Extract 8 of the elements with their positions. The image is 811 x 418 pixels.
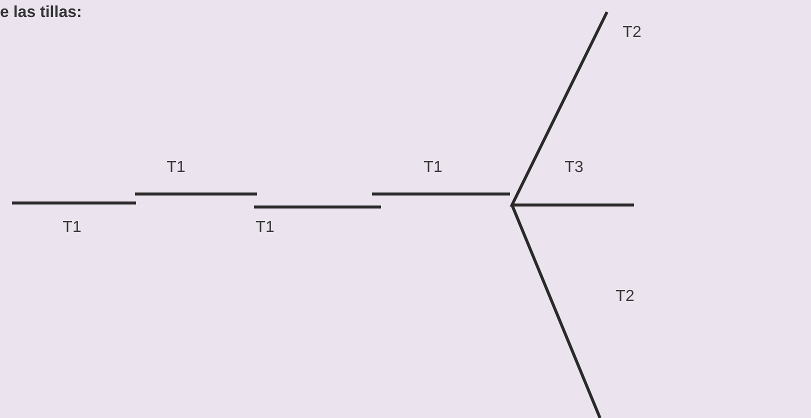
segment-label: T1 <box>256 219 274 237</box>
segment-label: T2 <box>616 288 634 306</box>
segment-label: T1 <box>424 159 442 177</box>
segment-label: T1 <box>166 159 186 177</box>
segment-label: T1 <box>62 219 82 237</box>
segment-label: T2 <box>622 24 642 42</box>
segment-label: T3 <box>564 159 584 177</box>
title: e las tillas: <box>0 4 82 22</box>
